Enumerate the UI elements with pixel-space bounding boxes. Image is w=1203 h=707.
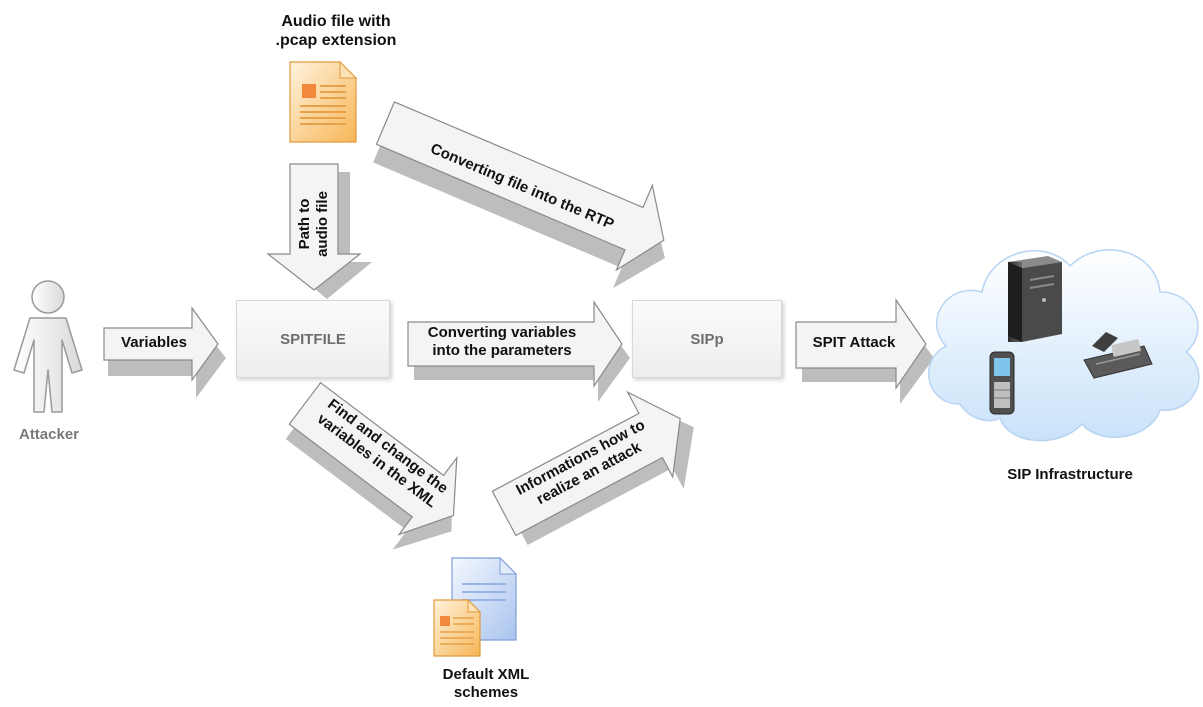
xml-schemes-label: Default XML schemes (442, 666, 530, 701)
find-change-arrow (285, 381, 458, 550)
informations-arrow (491, 390, 694, 545)
sip-infrastructure-label: SIP Infrastructure (1007, 466, 1133, 483)
xml-document-icon (433, 556, 518, 657)
attacker-label: Attacker (18, 426, 80, 443)
server-icon (1008, 256, 1062, 342)
converting-params-label: Converting variables into the parameters (427, 324, 577, 359)
converting-params-arrow (407, 300, 630, 402)
spitfile-box: SPITFILE (236, 300, 390, 378)
sipp-label: SIPp (690, 330, 724, 348)
spitfile-label: SPITFILE (280, 330, 346, 348)
path-to-audio-arrow (266, 163, 372, 299)
variables-arrow (103, 306, 226, 398)
cloud-icon (928, 249, 1200, 442)
desk-phone-icon (1083, 332, 1153, 379)
spit-attack-arrow (795, 298, 934, 404)
document-icon (289, 60, 358, 143)
audio-file-label: Audio file with .pcap extension (275, 13, 397, 50)
spit-attack-label: SPIT Attack (812, 334, 896, 351)
converting-rtp-arrow (373, 101, 665, 289)
variables-arrow-label: Variables (121, 334, 187, 351)
path-to-audio-label: Path to audio file (296, 191, 331, 257)
mobile-phone-icon (989, 351, 1015, 415)
sipp-box: SIPp (632, 300, 782, 378)
person-icon (13, 280, 83, 413)
